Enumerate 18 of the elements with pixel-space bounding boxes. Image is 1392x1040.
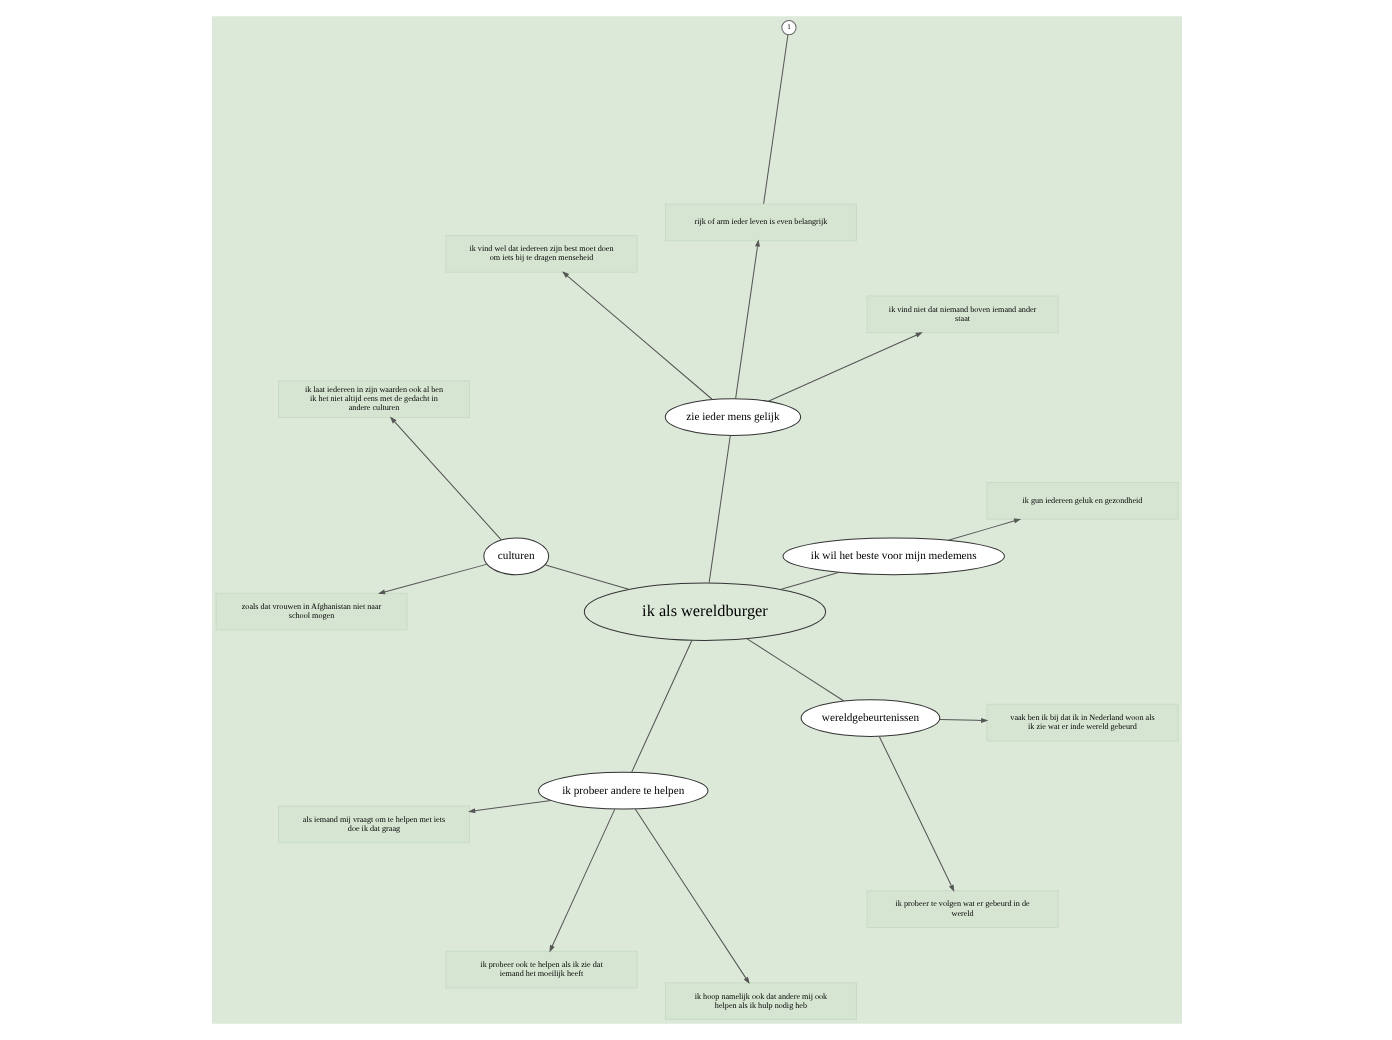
arrow: [633, 808, 749, 985]
arrow: [376, 563, 486, 595]
connector: [707, 435, 730, 584]
arrow: [766, 332, 922, 402]
arrow: [938, 717, 988, 723]
arrow: [946, 518, 1021, 541]
arrow: [734, 239, 759, 399]
arrow: [388, 416, 501, 541]
connector: [779, 571, 839, 590]
connector: [544, 564, 629, 590]
connector: [630, 640, 692, 773]
arrow: [548, 808, 615, 953]
node-ellipse: ik als wereldburger: [582, 582, 826, 641]
arrow: [877, 735, 954, 892]
arrow: [467, 799, 551, 814]
connector: [762, 34, 788, 205]
arrow: [561, 271, 712, 400]
connector: [745, 638, 844, 702]
